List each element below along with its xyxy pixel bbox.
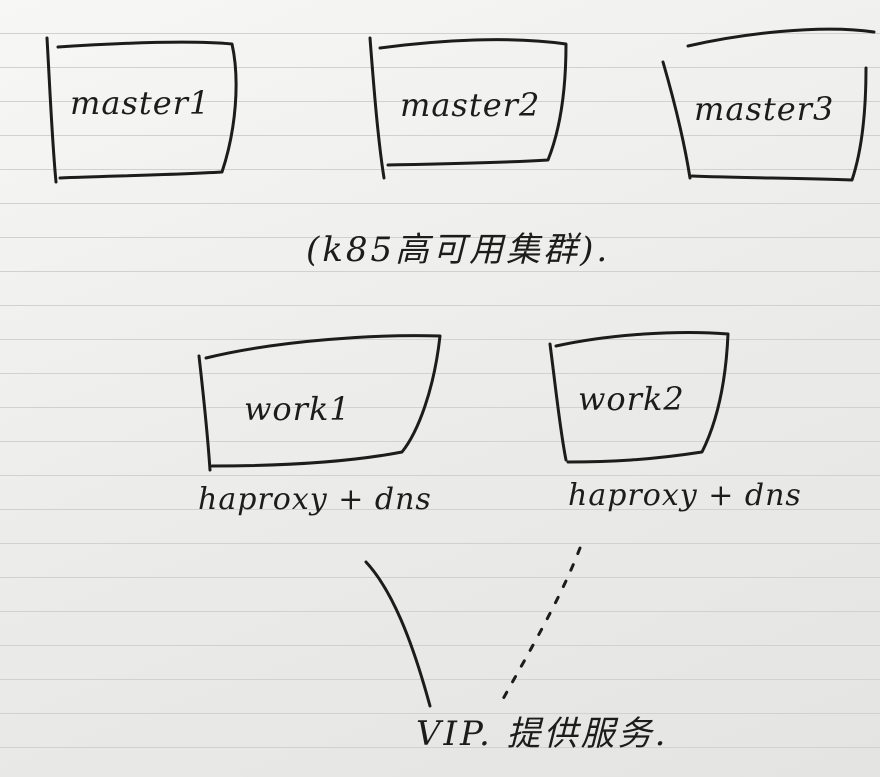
work2-service-label: haproxy + dns: [568, 478, 802, 513]
connector-work2-vip: [496, 546, 582, 710]
master3-label: master3: [694, 90, 835, 128]
work2-label: work2: [578, 380, 685, 418]
work2-box: [548, 331, 730, 464]
work1-label: work1: [244, 390, 351, 428]
master1-box: [45, 36, 238, 184]
master2-label: master2: [400, 86, 541, 124]
work1-box: [197, 334, 442, 472]
master2-box: [368, 36, 568, 180]
vip-caption: VIP. 提供服务.: [416, 714, 669, 754]
work1-service-label: haproxy + dns: [198, 482, 432, 517]
master1-label: master1: [70, 84, 211, 122]
connector-work1-vip: [364, 560, 432, 708]
master3-box: [661, 27, 876, 182]
cluster-caption: (k85高可用集群).: [306, 230, 611, 270]
